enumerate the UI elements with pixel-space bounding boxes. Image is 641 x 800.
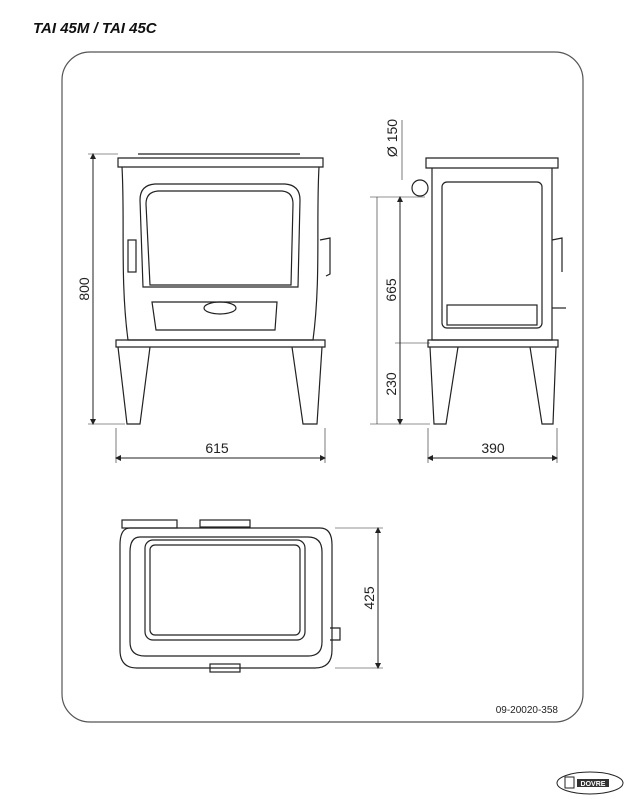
flue-diameter-label: Ø 150: [384, 119, 400, 157]
dimension-flue-diameter: Ø 150: [384, 119, 403, 180]
height-label: 800: [76, 277, 92, 301]
drawing-frame: [61, 51, 584, 723]
top-view: [119, 519, 341, 673]
drawing-title: TAI 45M / TAI 45C: [33, 20, 157, 37]
top-depth-label: 425: [361, 586, 377, 610]
dimension-leg-height: 230: [376, 197, 430, 424]
dimension-height: 800: [76, 153, 125, 425]
brand-logo: DOVRE: [556, 771, 624, 795]
dimension-depth: 390: [427, 428, 558, 463]
front-view: [115, 153, 331, 425]
svg-text:DOVRE: DOVRE: [581, 781, 606, 788]
depth-label: 390: [481, 440, 505, 456]
dimension-width: 615: [115, 428, 326, 463]
side-view: [411, 157, 566, 425]
leg-height-label: 230: [383, 372, 399, 396]
flue-height-label: 665: [383, 278, 399, 302]
drawing-reference: 09-20020-358: [496, 705, 559, 716]
width-label: 615: [205, 440, 229, 456]
dimension-top-depth: 425: [335, 527, 383, 669]
